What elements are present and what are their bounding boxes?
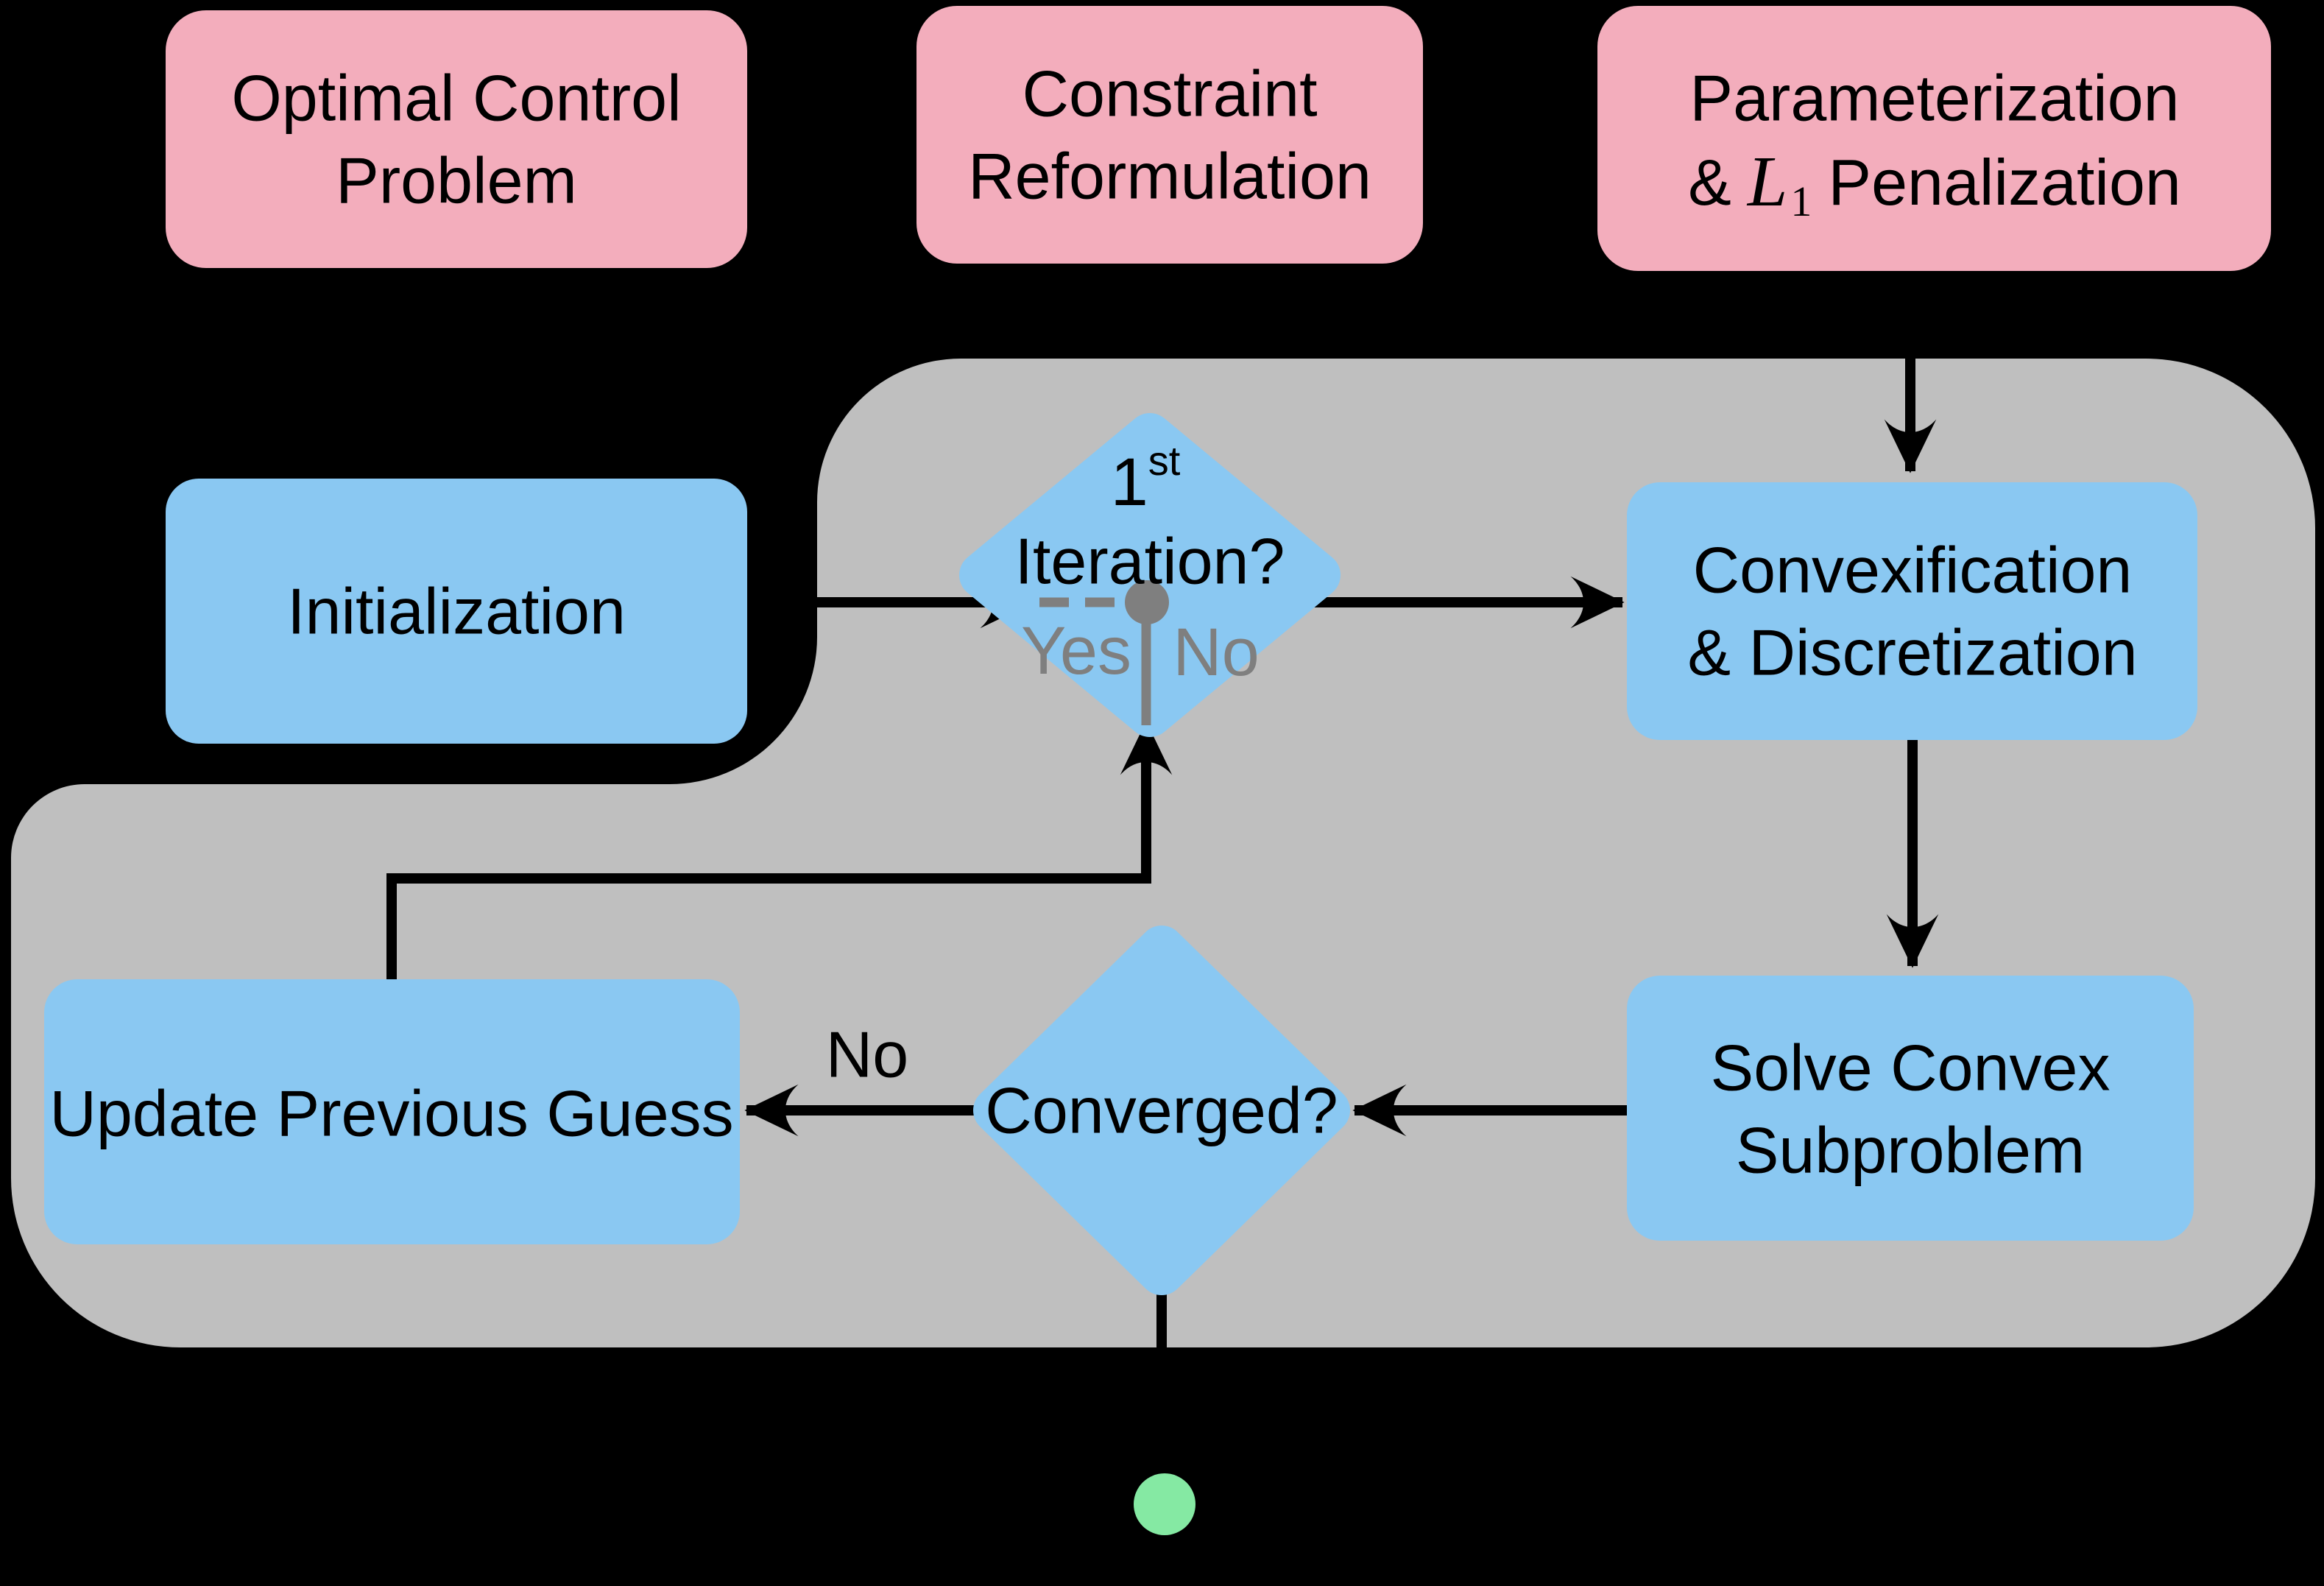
label-solve-line1: Solve Convex — [1711, 1032, 2111, 1104]
node-optimal-control-problem — [166, 10, 747, 268]
label-optimal-line2: Problem — [336, 144, 577, 217]
node-convexification — [1627, 482, 2197, 740]
terminal-dot — [1134, 1473, 1195, 1535]
label-no-gray: No — [1173, 615, 1260, 690]
label-convexification-line1: Convexification — [1693, 534, 2133, 607]
label-amp: & — [1688, 146, 1731, 219]
label-update-previous-guess: Update Previous Guess — [49, 1077, 733, 1150]
label-constraint-line2: Reformulation — [968, 140, 1371, 213]
label-yes: Yes — [1021, 613, 1131, 688]
node-initialization — [166, 479, 747, 744]
label-ordinal-sup: st — [1148, 437, 1181, 484]
label-parameterization-line2: &L1 Penalization — [1688, 142, 2181, 225]
label-initialization: Initialization — [287, 575, 626, 648]
label-ordinal-num: 1 — [1111, 445, 1148, 520]
label-optimal-line1: Optimal Control — [231, 62, 681, 135]
label-convexification-line2: & Discretization — [1687, 616, 2137, 689]
label-solve-line2: Subproblem — [1736, 1114, 2085, 1187]
edge-update-to-iteration-feedback — [386, 721, 1173, 979]
label-math-L: L — [1746, 142, 1788, 222]
node-converged-diamond — [973, 926, 1350, 1295]
label-constraint-line1: Constraint — [1022, 57, 1317, 130]
label-converged-question: Converged? — [985, 1074, 1338, 1147]
label-penalization: Penalization — [1828, 146, 2180, 219]
node-constraint-reformulation — [916, 6, 1423, 264]
node-solve-convex — [1627, 976, 2194, 1241]
label-math-sub1: 1 — [1790, 177, 1812, 225]
node-update-previous-guess — [44, 979, 740, 1244]
label-parameterization-line1: Parameterization — [1689, 62, 2179, 135]
junction-dot — [1125, 580, 1169, 624]
label-first-iteration-ordinal: 1st — [1111, 437, 1181, 521]
node-parameterization-penalization — [1597, 6, 2271, 271]
label-first-iteration-question: Iteration? — [1015, 525, 1285, 598]
label-no-black: No — [826, 1018, 909, 1091]
